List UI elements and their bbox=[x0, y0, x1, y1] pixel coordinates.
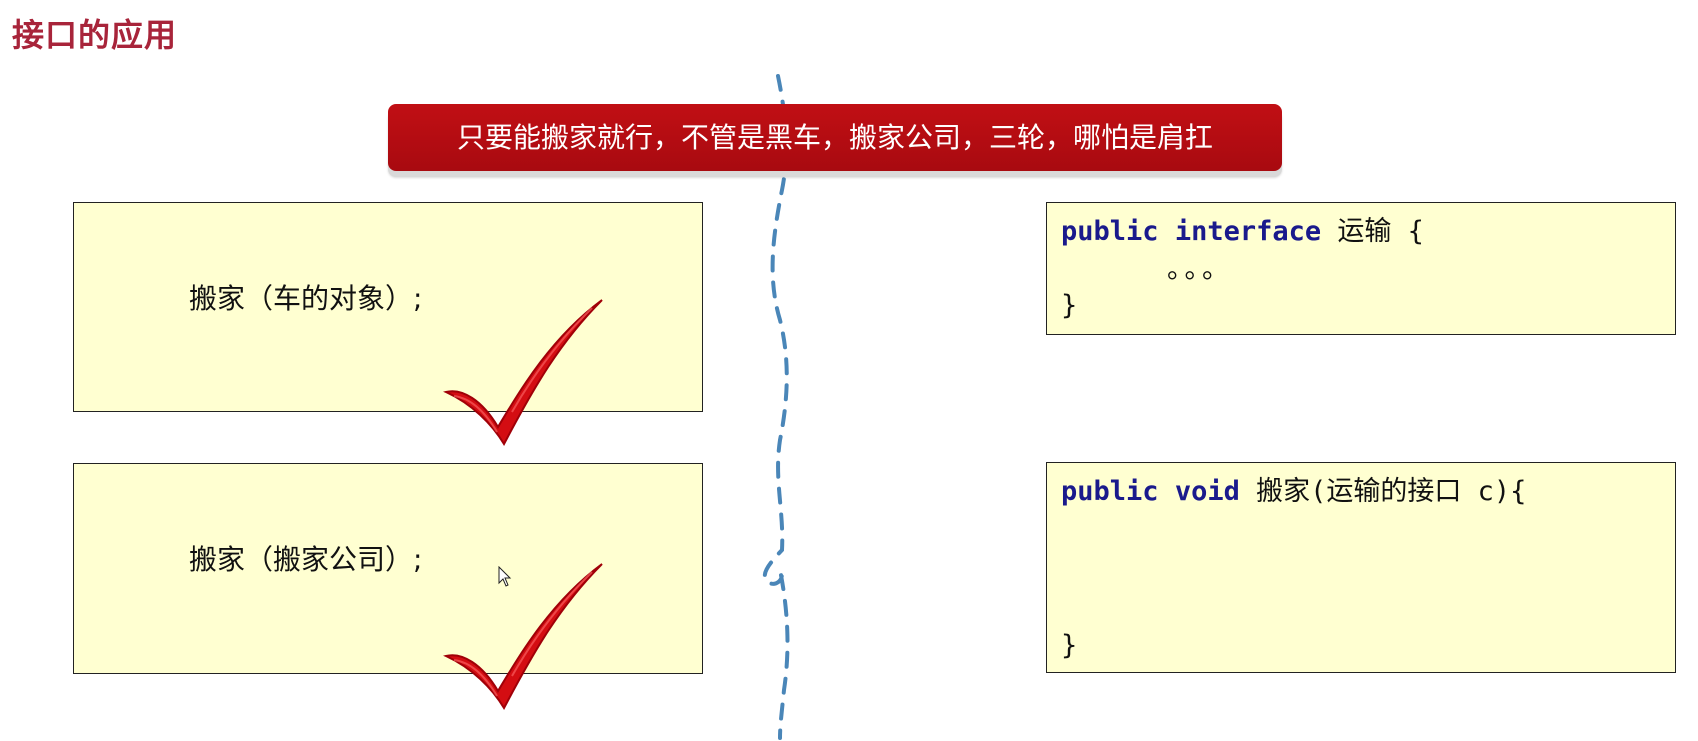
code-box-interface: public interface 运输 { 。。。 } bbox=[1046, 202, 1676, 335]
keyword-interface: interface bbox=[1174, 216, 1322, 247]
slide-title: 接口的应用 bbox=[12, 16, 178, 54]
interface-name: 运输 bbox=[1337, 216, 1392, 247]
close-brace: } bbox=[1061, 630, 1078, 661]
open-brace: { bbox=[1407, 216, 1424, 247]
close-brace: } bbox=[1061, 290, 1078, 321]
code-box-method: public void 搬家(运输的接口 c){ } bbox=[1046, 462, 1676, 673]
keyword-void: void bbox=[1174, 476, 1240, 507]
call-box-car: 搬家（车的对象）; bbox=[73, 202, 703, 412]
banner-note: 只要能搬家就行，不管是黑车，搬家公司，三轮，哪怕是肩扛 bbox=[388, 104, 1282, 171]
keyword-public: public bbox=[1061, 216, 1159, 247]
call-text: 搬家（搬家公司）; bbox=[189, 543, 423, 576]
call-text: 搬家（车的对象）; bbox=[189, 282, 423, 315]
keyword-public: public bbox=[1061, 476, 1159, 507]
method-signature: 搬家(运输的接口 c){ bbox=[1256, 476, 1527, 507]
mouse-cursor-icon bbox=[498, 566, 512, 587]
code-line-1: public interface 运输 { bbox=[1061, 211, 1424, 253]
checkmark-icon bbox=[443, 563, 603, 711]
code-ellipsis: 。。。 bbox=[1167, 254, 1233, 285]
dashed-divider bbox=[762, 74, 790, 740]
checkmark-icon bbox=[443, 299, 603, 447]
code-line-1: public void 搬家(运输的接口 c){ bbox=[1061, 471, 1526, 513]
call-box-moving-company: 搬家（搬家公司）; bbox=[73, 463, 703, 674]
